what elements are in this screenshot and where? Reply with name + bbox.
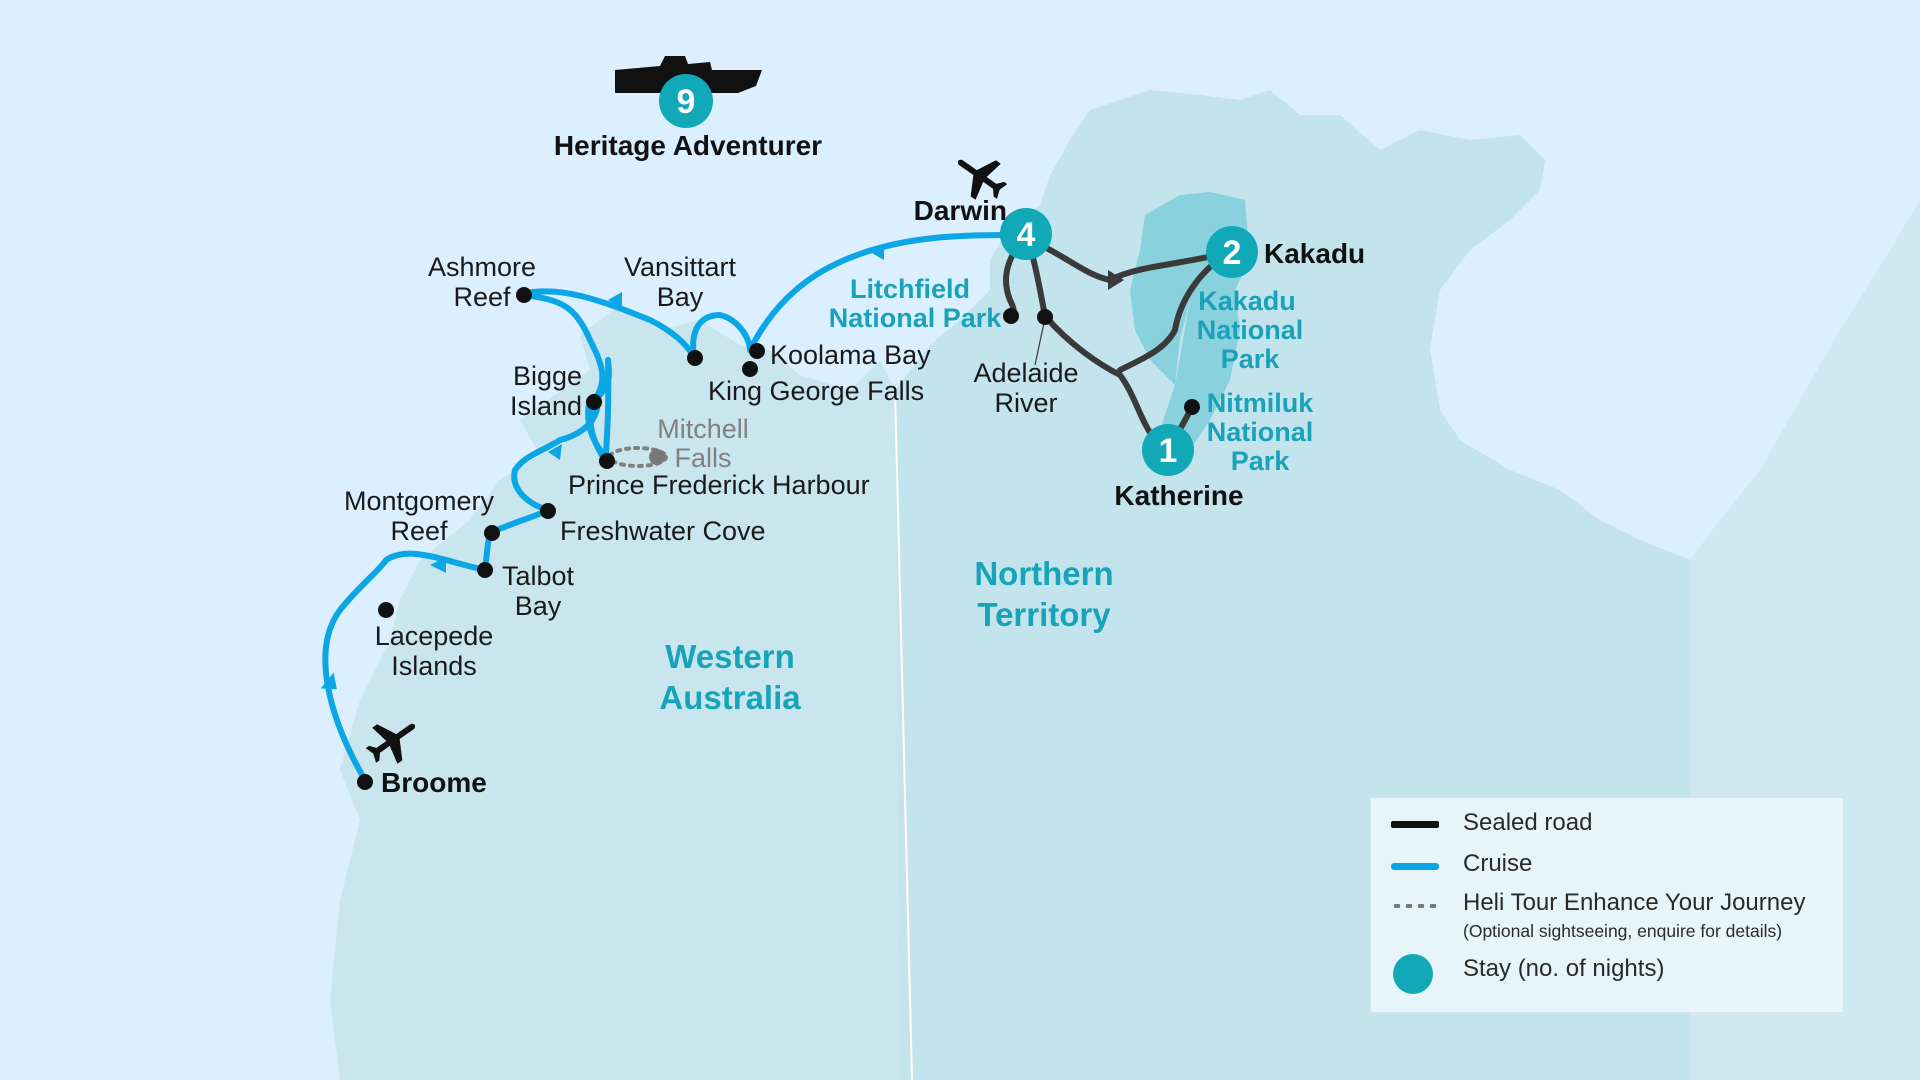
label-nt-1: Northern [974,555,1113,592]
adelaide-river-leader [1034,317,1046,366]
cruise-arrow [608,292,622,308]
legend-road-label: Sealed road [1463,809,1593,836]
label-freshwater: Freshwater Cove [560,516,766,546]
legend-stay-swatch [1393,954,1433,994]
label-talbot-2: Bay [515,591,562,621]
legend-heli-note: (Optional sightseeing, enquire for detai… [1463,921,1783,941]
nitmiluk-park-area [1160,290,1240,460]
stop-freshwater-dot [540,503,556,519]
stop-broome-dot [357,774,373,790]
label-adelaide-river-1: Adelaide [973,358,1078,388]
cruise-arrow [870,244,884,260]
label-ashmore-2: Reef [453,282,511,312]
label-montgomery-1: Montgomery [344,486,495,516]
stop-litchfield-dot [1003,308,1019,324]
stop-dots [357,287,1200,790]
label-talbot-1: Talbot [502,561,575,591]
stop-vansittart-dot [687,350,703,366]
land-western-australia [330,305,900,1080]
label-nt-2: Territory [977,596,1111,633]
label-darwin: Darwin [914,195,1007,226]
cruise-arrows [320,244,884,690]
cruise-arrow [548,444,562,460]
label-lacepede-2: Islands [391,651,477,681]
plane-icon [957,159,1008,200]
stop-king-george-dot [742,361,758,377]
label-wa-1: Western [665,638,795,675]
label-lacepede-1: Lacepede [375,621,494,651]
stay-darwin-nights: 4 [1017,216,1036,254]
stay-kakadu-circle [1206,226,1258,278]
label-adelaide-river-2: River [994,388,1057,418]
label-bigge-2: Island [510,391,582,421]
stop-prince-frederick-dot [599,453,615,469]
cruise-arrow [320,672,337,690]
ship-nights: 9 [677,83,696,121]
label-vansittart-2: Bay [657,282,704,312]
ship-nights-circle [659,74,713,128]
label-nitmiluk-2: National [1207,417,1314,447]
legend-heli-swatch [1391,904,1439,908]
stop-talbot-dot [477,562,493,578]
ship-icon: 9 [615,56,762,128]
label-bigge-1: Bigge [513,361,582,391]
stay-katherine-circle [1142,424,1194,476]
label-vansittart-1: Vansittart [624,252,737,282]
legend-cruise-label: Cruise [1463,850,1533,877]
label-koolama: Koolama Bay [770,340,931,370]
cruise-arrow [430,557,446,573]
stop-koolama-dot [749,343,765,359]
label-kakadu-park-2: National [1197,315,1304,345]
label-kakadu-park-1: Kakadu [1198,286,1296,316]
label-nitmiluk-1: Nitmiluk [1207,388,1314,418]
label-montgomery-2: Reef [390,516,448,546]
stay-markers: 4 2 1 [1000,208,1258,476]
plane-icon [365,723,416,764]
ship-name: Heritage Adventurer [554,130,822,161]
label-prince-frederick: Prince Frederick Harbour [568,470,870,500]
road-arrow [1108,270,1124,290]
stop-adelaide-river-dot [1037,309,1053,325]
label-kakadu-park-3: Park [1221,344,1281,374]
legend-road-swatch [1391,821,1439,828]
legend-stay-label: Stay (no. of nights) [1463,955,1665,982]
label-katherine: Katherine [1114,480,1243,511]
label-litchfield-1: Litchfield [850,274,970,304]
stay-katherine-nights: 1 [1159,432,1178,470]
stop-nitmiluk-dot [1184,399,1200,415]
label-broome: Broome [381,767,487,798]
stop-ashmore-dot [516,287,532,303]
label-nitmiluk-3: Park [1231,446,1291,476]
label-mitchell-1: Mitchell [657,414,749,444]
stay-darwin-circle [1000,208,1052,260]
stay-kakadu-nights: 2 [1223,234,1242,272]
legend-cruise-swatch [1391,863,1439,870]
stop-lacepede-dot [378,602,394,618]
stop-montgomery-dot [484,525,500,541]
label-king-george: King George Falls [708,376,924,406]
label-wa-2: Australia [659,679,801,716]
label-mitchell-2: Falls [674,443,731,473]
state-border [894,389,913,1080]
legend: Sealed road Cruise Heli Tour Enhance You… [1370,797,1844,1013]
label-kakadu: Kakadu [1264,238,1365,269]
legend-heli-label: Heli Tour Enhance Your Journey [1463,889,1806,916]
label-litchfield-2: National Park [829,303,1003,333]
stop-mitchell-falls-dot [649,449,665,465]
label-ashmore-1: Ashmore [428,252,536,282]
stop-bigge-dot [586,394,602,410]
